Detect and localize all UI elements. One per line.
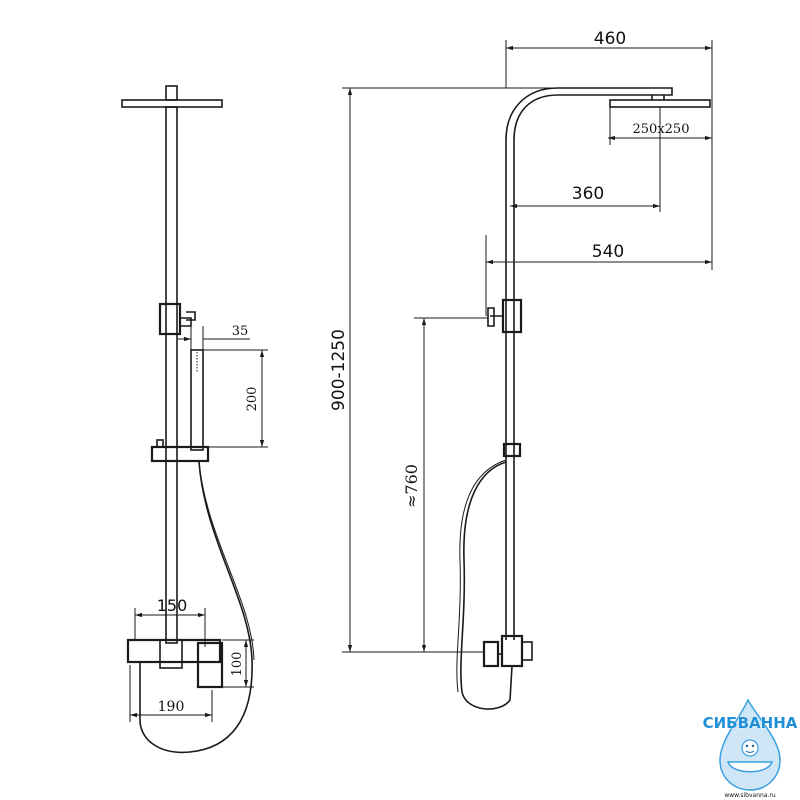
dim-460-label: 460: [594, 29, 626, 49]
left-diverter-knob: [180, 311, 196, 327]
bathtub-icon: [726, 761, 774, 773]
right-hand-shower-holder: [502, 442, 522, 458]
left-front-view: 150 190 100 35 200: [121, 85, 268, 754]
dim-900-1250-label: 900-1250: [329, 329, 349, 411]
mascot-face-icon: [741, 739, 759, 757]
left-upper-clamp: [158, 302, 182, 336]
logo-url-text: www.sibvanna.ru: [724, 792, 776, 799]
dim-540-label: 540: [592, 242, 624, 262]
left-head-connector: [165, 85, 178, 101]
right-mixer-valve: [482, 640, 500, 668]
right-vertical-bar-and-arm: [505, 87, 673, 640]
dim-760-label: ≈760: [402, 464, 421, 508]
left-vertical-bar: [165, 106, 178, 644]
dim-250x250-label: 250x250: [633, 122, 690, 137]
left-shower-head: [121, 99, 223, 108]
dim-100-label: 100: [230, 652, 245, 677]
dim-360-label: 360: [572, 184, 604, 204]
left-hand-shower: [190, 349, 204, 451]
right-shower-head: [609, 99, 711, 108]
left-hose: [139, 461, 253, 754]
right-hose: [460, 461, 513, 710]
right-diverter-knob: [487, 307, 503, 327]
left-mixer-lever: [196, 641, 224, 689]
dim-150-label: 150: [157, 596, 188, 615]
dim-200-label: 200: [245, 387, 260, 412]
dim-35-label: 35: [232, 324, 249, 339]
right-side-view: 460 250x250 360 540 900-1250 ≈760: [329, 29, 713, 710]
logo-brand-text: СИБВАННА: [703, 714, 798, 732]
right-mixer-body: [500, 634, 524, 668]
dim-190-label: 190: [158, 699, 185, 715]
left-hand-shower-holder: [150, 445, 210, 463]
sibvanna-logo: СИБВАННА www.sibvanna.ru: [702, 698, 798, 799]
